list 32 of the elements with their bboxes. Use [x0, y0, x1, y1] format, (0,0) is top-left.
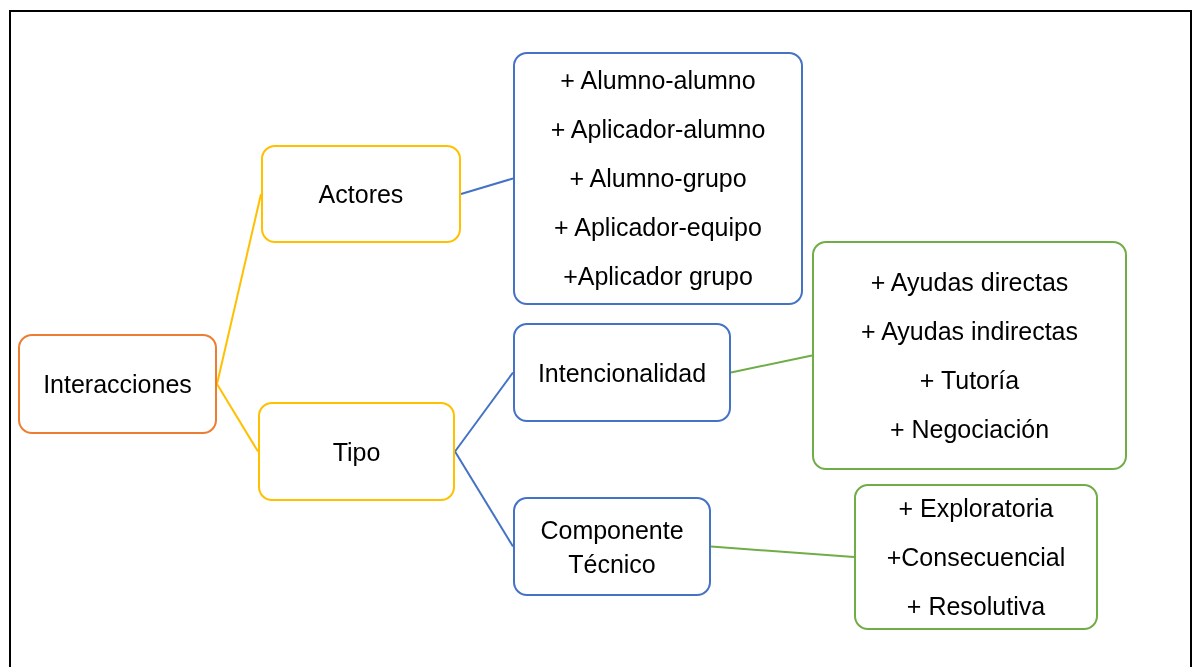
box-text: + Negociación [889, 413, 1050, 445]
box-text: Actores [318, 179, 404, 210]
connector-line [216, 383, 259, 453]
rounded-box [18, 334, 217, 434]
box-text: +Aplicador grupo [563, 261, 753, 292]
box-text: Interacciones [43, 369, 192, 400]
box-text: Componente Técnico [539, 514, 685, 580]
box-text: + Alumno-grupo [569, 163, 747, 194]
box-text: +Consecuencial [886, 541, 1066, 573]
box-text: + Resolutiva [906, 590, 1046, 622]
rounded-box [513, 323, 731, 422]
rounded-box [261, 145, 461, 243]
connector-line [454, 450, 514, 548]
connector-line [460, 177, 514, 195]
box-text: + Alumno-alumno [560, 65, 756, 96]
box-text: Tipo [332, 436, 381, 468]
box-text: Intencionalidad [537, 357, 707, 389]
connector-line [730, 354, 813, 374]
rounded-box [513, 52, 803, 305]
box-text: + Exploratoria [898, 492, 1054, 524]
connector-line [216, 193, 262, 385]
box-text: + Tutoría [919, 364, 1020, 396]
rounded-box [258, 402, 455, 501]
connector-line [710, 545, 855, 558]
connector-line [454, 371, 514, 453]
box-text: + Aplicador-alumno [550, 114, 766, 145]
rounded-box [812, 241, 1127, 470]
box-text: + Ayudas indirectas [860, 315, 1078, 347]
box-text: + Aplicador-equipo [554, 212, 762, 243]
box-text: + Ayudas directas [870, 266, 1069, 298]
rounded-box [854, 484, 1098, 630]
rounded-box [513, 497, 711, 596]
